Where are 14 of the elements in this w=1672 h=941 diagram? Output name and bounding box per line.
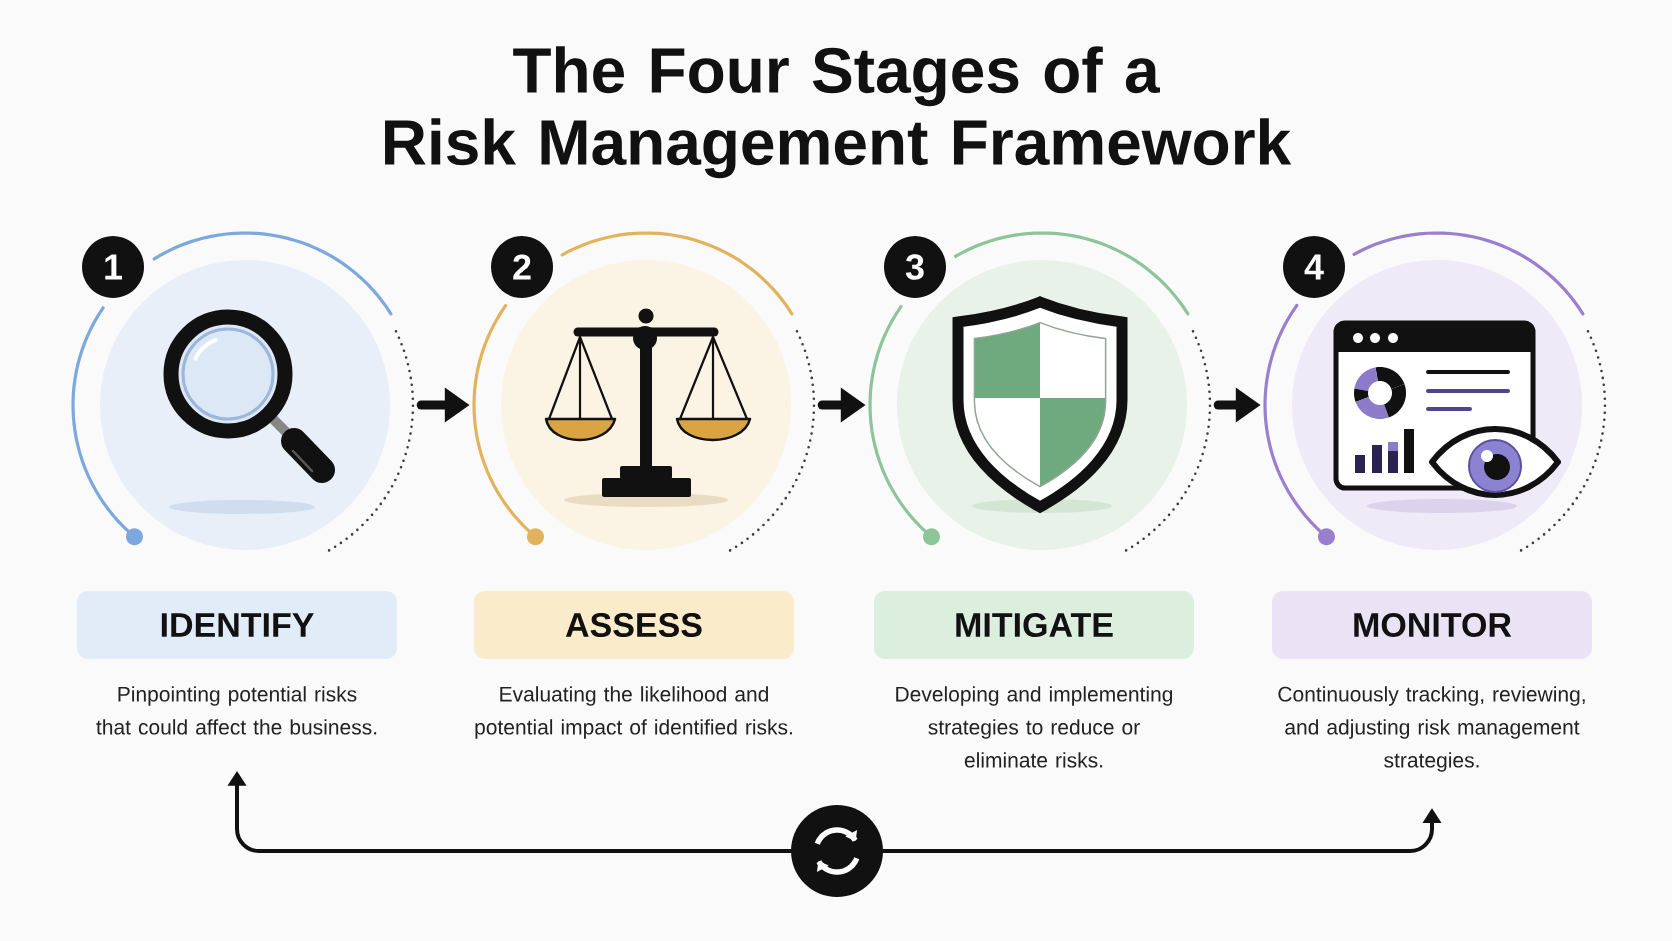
number-badge: 3 (884, 236, 946, 298)
description-text: Evaluating the likelihood and potential impact of identified risks. (475, 686, 792, 739)
number-badge: 4 (1283, 236, 1345, 298)
refresh-icon (791, 805, 883, 897)
number-badge: 1 (82, 236, 144, 298)
description-text: Pinpointing potential risks that could affect the business. (96, 686, 377, 735)
description-text: Developing and implementing strategies to reduce or eliminate risks. (896, 686, 1173, 768)
label-box: MONITOR (1272, 591, 1592, 659)
label-box: MITIGATE (874, 591, 1194, 659)
label-box: ASSESS (474, 591, 794, 659)
label-box: IDENTIFY (77, 591, 397, 659)
title: The Four Stages of a Risk Management Framework (385, 46, 1292, 179)
number-badge: 2 (491, 236, 553, 298)
description-text: Continuously tracking, reviewing, and adjusting risk management strategies. (1278, 686, 1585, 772)
